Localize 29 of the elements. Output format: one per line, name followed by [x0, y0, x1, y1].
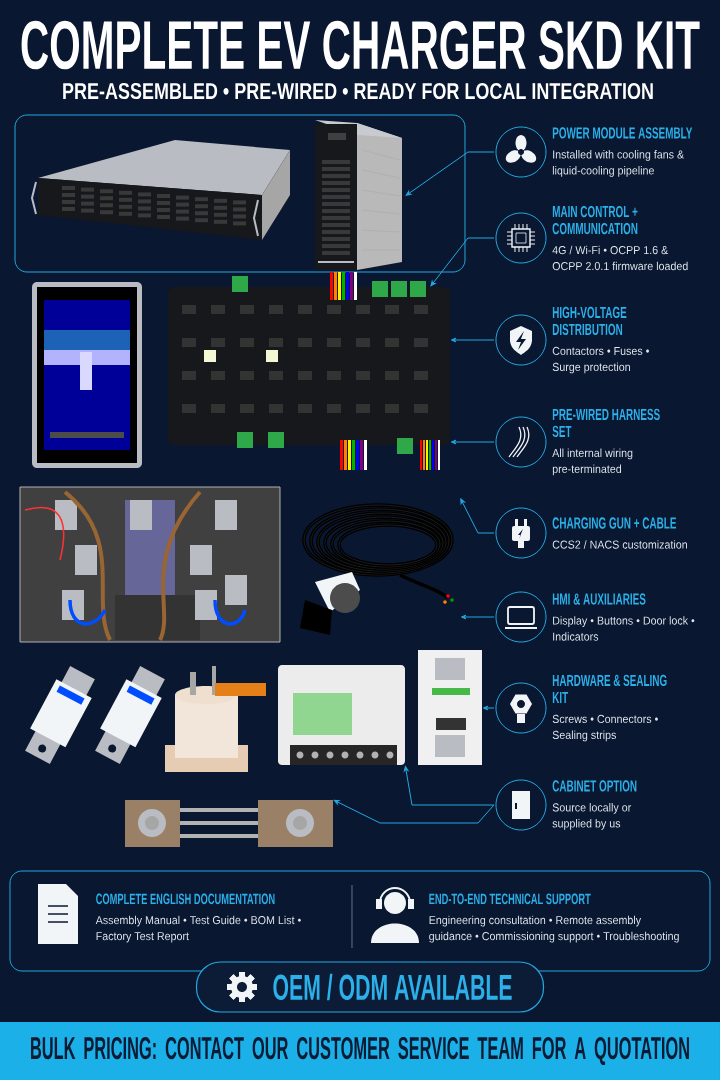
subtitle: PRE-ASSEMBLED • PRE-WIRED • READY FOR LOCAL INTEGRATION — [63, 82, 653, 100]
leader-line — [482, 705, 495, 711]
charging-cable-drawing — [300, 503, 454, 635]
panel-meter-drawing — [278, 665, 405, 765]
feature-label: CHARGING GUN + CABLE CCS2 / NACS customization — [552, 517, 687, 549]
pricing-banner: BULK PRICING: CONTACT OUR CUSTOMER SERVICE TEAM FOR A QUOTATION — [0, 1022, 720, 1080]
feature-label: HIGH-VOLTAGE DISTRIBUTION Contactors • Fuses • Surge protection — [552, 306, 649, 374]
leader-line — [430, 237, 495, 287]
leader-line — [450, 337, 495, 343]
control-board-drawing — [168, 272, 450, 470]
info-text: END-TO-END TECHNICAL SUPPORT Engineering consultation • Remote assembly guidance • Commissioning support • Troubleshooting — [429, 893, 679, 943]
feature-label: HMI & AUXILIARIES Display • Buttons • Door lock • Indicators — [552, 593, 695, 641]
title: COMPLETE EV CHARGER SKD KIT — [21, 20, 700, 70]
feature-label: POWER MODULE ASSEMBLY Installed with cooling fans & liquid-cooling pipeline — [552, 127, 693, 177]
feature-label: CABINET OPTION Source locally or supplied by us — [552, 780, 637, 830]
oem-banner: OEM / ODM AVAILABLE — [195, 961, 545, 1013]
feature-label: PRE-WIRED HARNESS SET All internal wiring pre-terminated — [552, 408, 660, 476]
leader-line — [450, 439, 495, 445]
feature-label: MAIN CONTROL + COMMUNICATION 4G / Wi-Fi • OCPP 1.6 & OCPP 2.0.1 firmware loaded — [552, 205, 688, 271]
info-text: COMPLETE ENGLISH DOCUMENTATION Assembly Manual • Test Guide • BOM List • Factory Test Report — [95, 893, 301, 943]
leader-line — [403, 765, 495, 806]
shunt-drawing — [125, 800, 333, 847]
rail-meter-drawing — [418, 650, 482, 765]
feature-label: HARDWARE & SEALING KIT Screws • Connectors • Sealing strips — [552, 674, 667, 742]
leader-line — [460, 614, 495, 620]
leader-line — [333, 799, 495, 824]
leader-line — [405, 151, 495, 196]
tower-module-drawing — [315, 120, 402, 270]
leader-line — [460, 498, 495, 534]
